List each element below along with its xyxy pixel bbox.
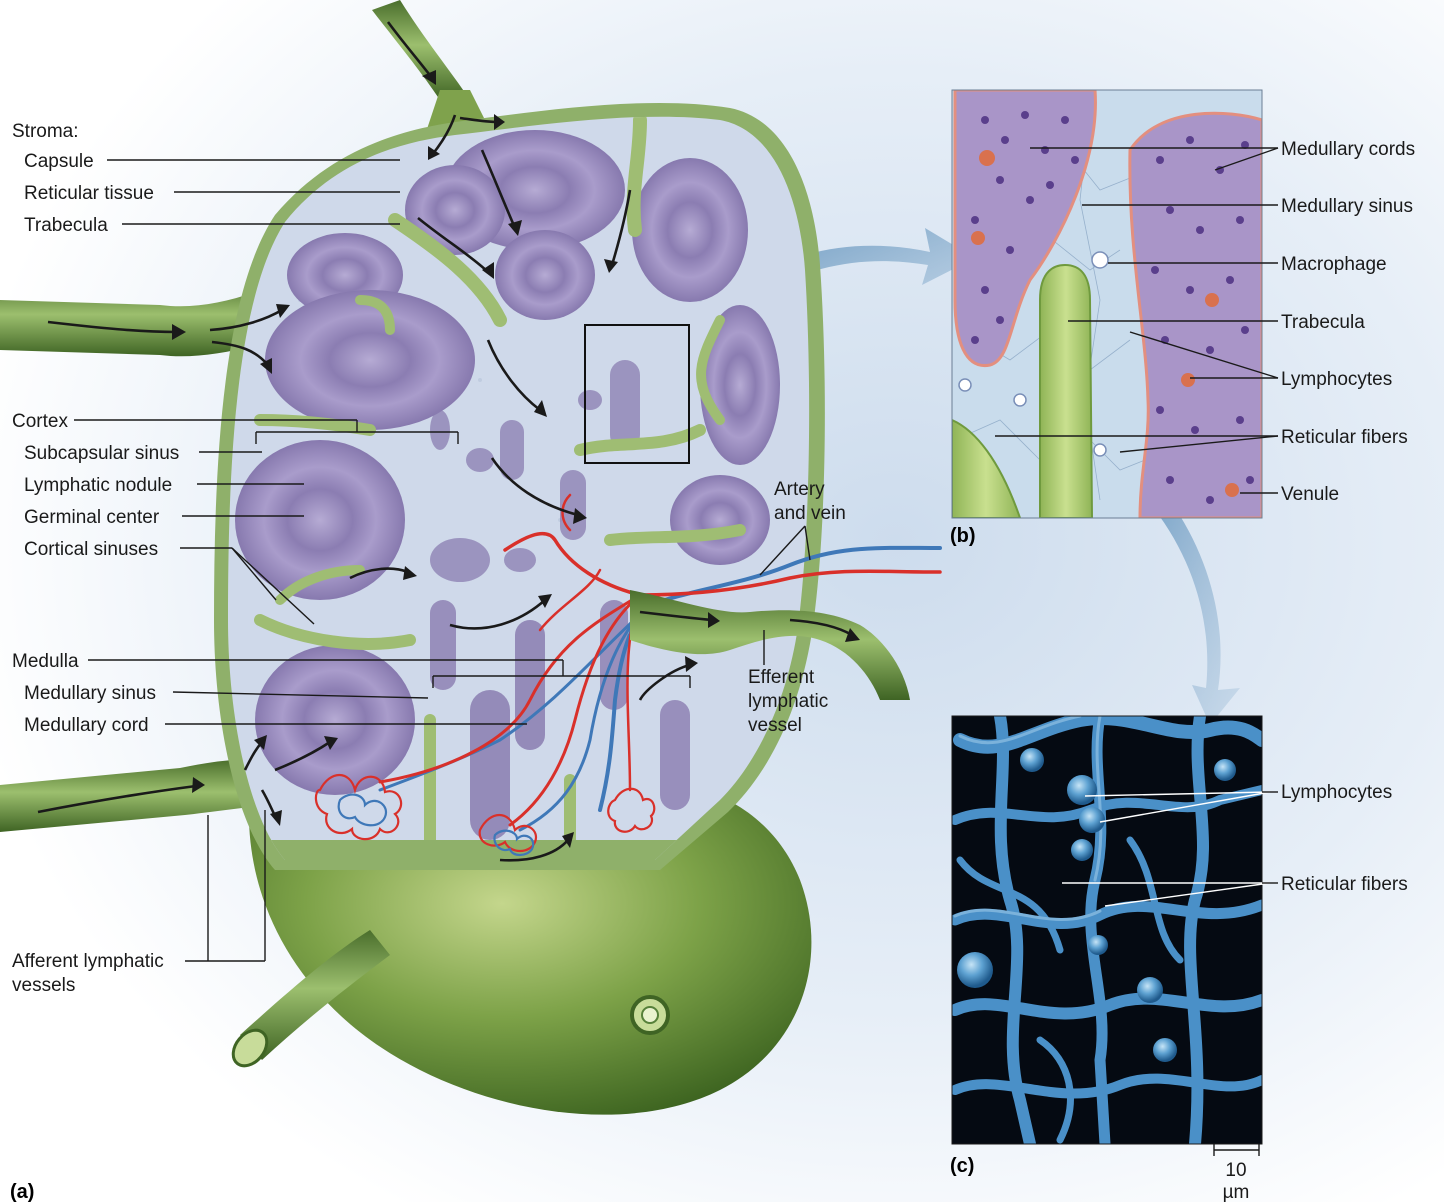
label-medullary-cord: Medullary cord bbox=[24, 715, 149, 736]
label-c-reticular-fibers: Reticular fibers bbox=[1281, 874, 1408, 895]
label-c-lymphocytes: Lymphocytes bbox=[1281, 782, 1392, 803]
label-efferent-line3: vessel bbox=[748, 715, 802, 736]
medullary-cord-right bbox=[1130, 113, 1262, 518]
panel-label-a: (a) bbox=[10, 1181, 34, 1202]
label-b-reticular-fibers: Reticular fibers bbox=[1281, 427, 1408, 448]
label-reticular-tissue: Reticular tissue bbox=[24, 183, 154, 204]
label-b-trabecula: Trabecula bbox=[1281, 312, 1365, 333]
label-cortex: Cortex bbox=[12, 411, 68, 432]
panel-c-sem-image bbox=[952, 716, 1262, 1144]
trabecula-b bbox=[1040, 265, 1092, 518]
scale-bar-unit: µm bbox=[1223, 1182, 1250, 1202]
label-subcapsular-sinus: Subcapsular sinus bbox=[24, 443, 179, 464]
label-trabecula: Trabecula bbox=[24, 215, 108, 236]
panel-label-c: (c) bbox=[950, 1155, 974, 1177]
label-b-macrophage: Macrophage bbox=[1281, 254, 1387, 275]
label-afferent-line1: Afferent lymphatic bbox=[12, 951, 164, 972]
label-stroma: Stroma: bbox=[12, 121, 79, 142]
label-germinal-center: Germinal center bbox=[24, 507, 160, 528]
label-b-venule: Venule bbox=[1281, 484, 1339, 505]
panel-b-illustration bbox=[952, 90, 1262, 518]
label-lymphatic-nodule: Lymphatic nodule bbox=[24, 475, 172, 496]
label-efferent-line1: Efferent bbox=[748, 667, 815, 688]
label-b-medullary-cords: Medullary cords bbox=[1281, 139, 1415, 160]
label-capsule: Capsule bbox=[24, 151, 94, 172]
label-b-lymphocytes: Lymphocytes bbox=[1281, 369, 1392, 390]
label-b-medullary-sinus: Medullary sinus bbox=[1281, 196, 1413, 217]
label-medulla: Medulla bbox=[12, 651, 79, 672]
label-artery-line1: Artery bbox=[774, 479, 825, 500]
label-afferent-line2: vessels bbox=[12, 975, 75, 996]
label-cortical-sinuses: Cortical sinuses bbox=[24, 539, 158, 560]
panel-label-b: (b) bbox=[950, 525, 976, 547]
label-efferent-line2: lymphatic bbox=[748, 691, 828, 712]
label-medullary-sinus: Medullary sinus bbox=[24, 683, 156, 704]
scale-bar-value: 10 bbox=[1225, 1160, 1246, 1181]
label-artery-line2: and vein bbox=[774, 503, 846, 524]
